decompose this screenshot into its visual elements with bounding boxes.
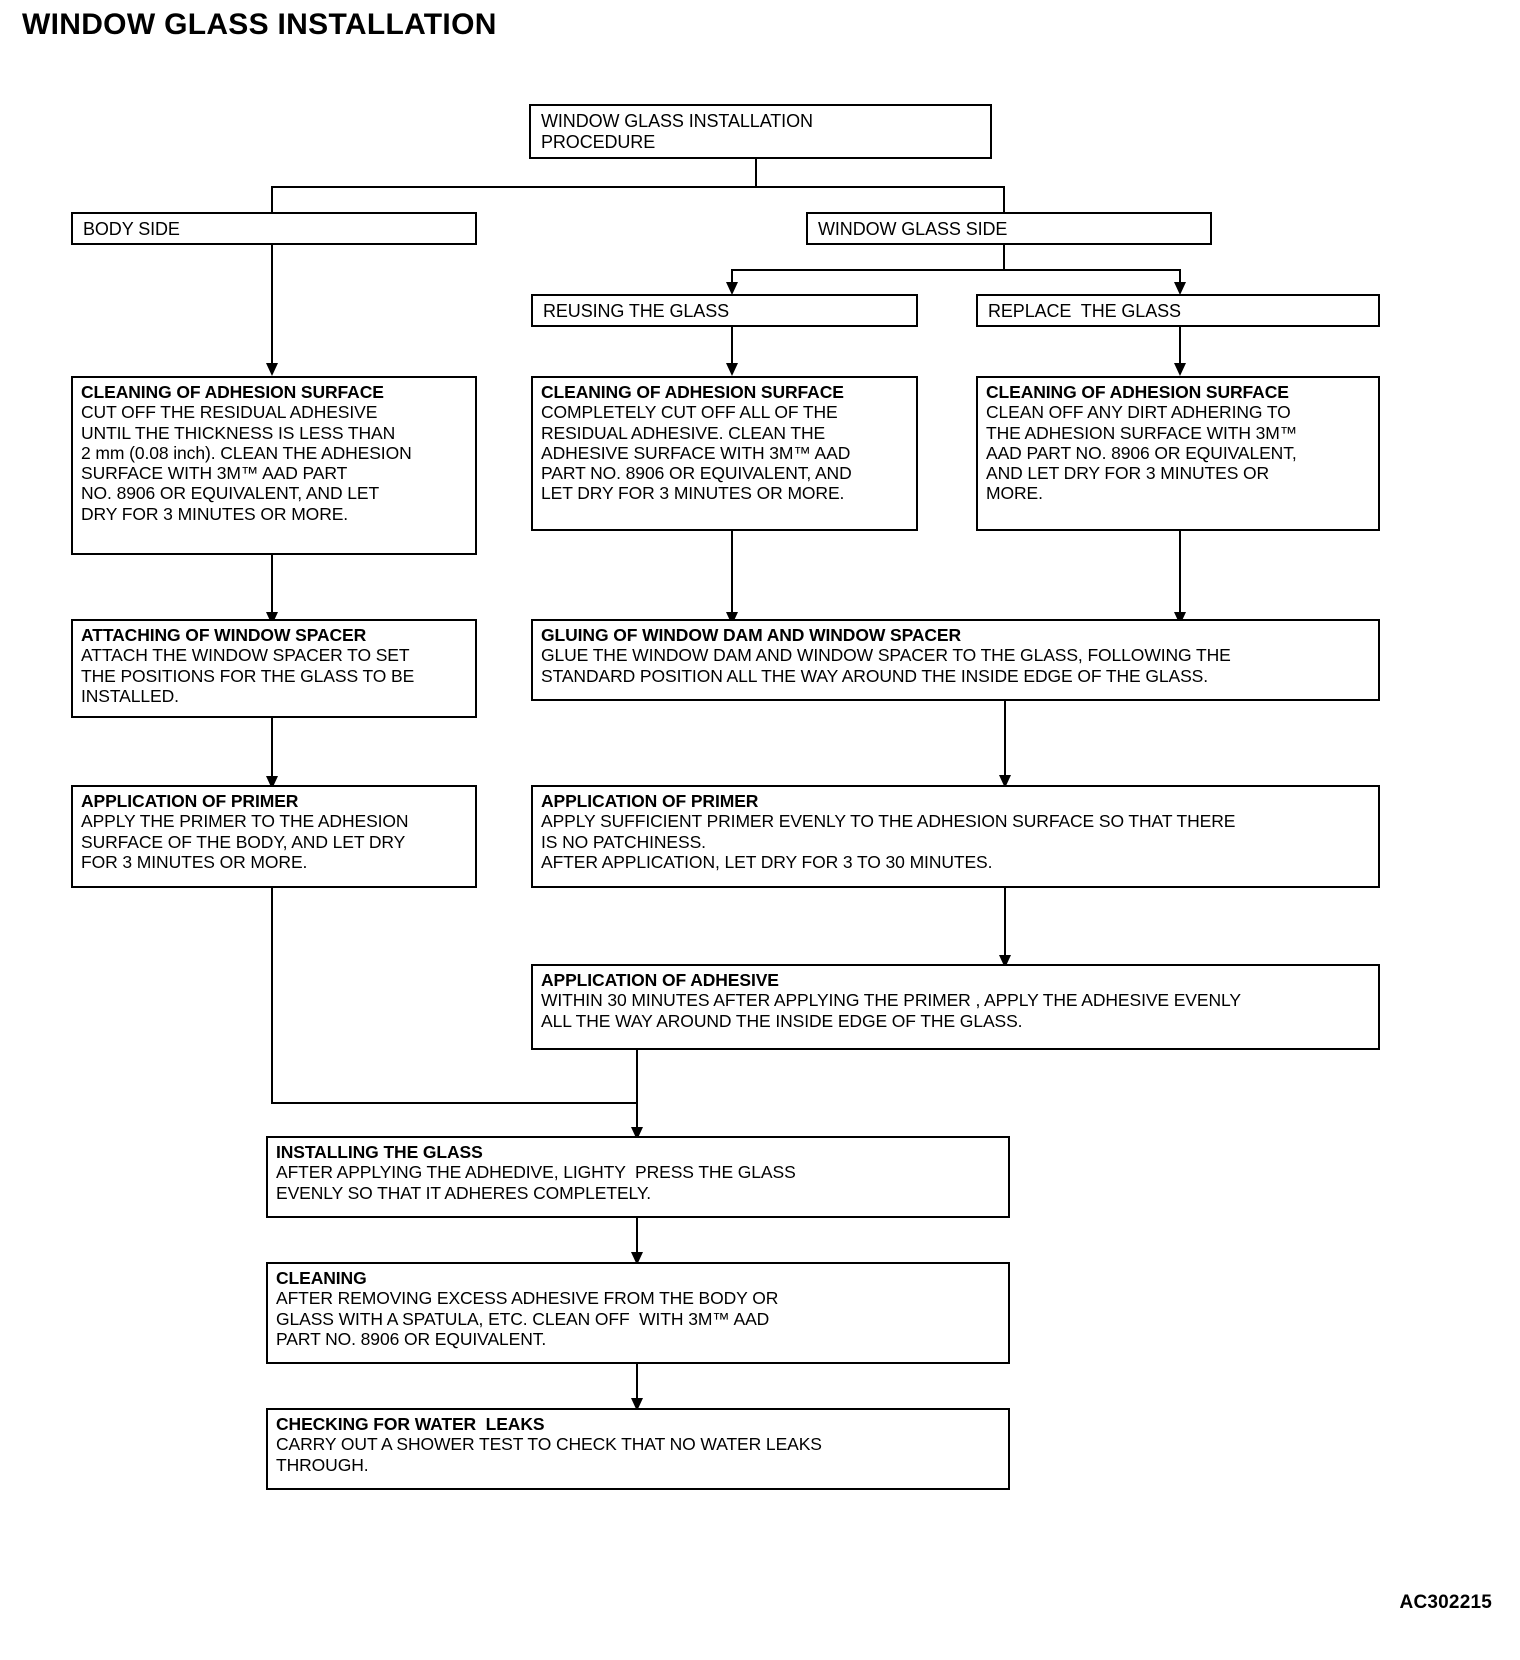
node-application-primer-glass[interactable]: APPLICATION OF PRIMER APPLY SUFFICIENT P… xyxy=(531,785,1380,888)
connector-adhesive-down xyxy=(636,1048,639,1102)
node-primer-glass-title: APPLICATION OF PRIMER xyxy=(541,791,759,811)
node-checking-water-leaks[interactable]: CHECKING FOR WATER LEAKS CARRY OUT A SHO… xyxy=(266,1408,1010,1490)
node-gluing-text: GLUE THE WINDOW DAM AND WINDOW SPACER TO… xyxy=(541,645,1231,686)
connector-merge-to-installing xyxy=(636,1102,639,1132)
connector-reusing-down xyxy=(731,325,734,365)
connector-left-merge-bus xyxy=(271,1102,638,1105)
node-cleaning-body-side[interactable]: CLEANING OF ADHESION SURFACE CUT OFF THE… xyxy=(71,376,477,555)
node-spacer-title: ATTACHING OF WINDOW SPACER xyxy=(81,625,367,645)
connector-reuseclean-to-gluing xyxy=(731,529,734,618)
connector-body-side-down xyxy=(271,243,274,365)
connector-installing-to-cleaning xyxy=(636,1217,639,1262)
node-cleaning-final-text: AFTER REMOVING EXCESS ADHESIVE FROM THE … xyxy=(276,1288,779,1349)
node-body-side[interactable]: BODY SIDE xyxy=(71,212,477,245)
node-reusing-title: REUSING THE GLASS xyxy=(543,301,730,321)
connector-clean-to-spacer xyxy=(271,553,274,618)
node-gluing-title: GLUING OF WINDOW DAM AND WINDOW SPACER xyxy=(541,625,962,645)
connector-leftprimer-down xyxy=(271,886,274,1104)
node-cleaning-final-title: CLEANING xyxy=(276,1268,367,1288)
connector-glass-branch-bus xyxy=(731,269,1181,272)
connector-to-reusing xyxy=(731,269,734,284)
arrowhead-body-clean xyxy=(266,363,278,376)
arrowhead-replace xyxy=(1174,282,1186,295)
arrowhead-primer-glass xyxy=(999,775,1011,788)
connector-replaceclean-to-gluing xyxy=(1179,529,1182,618)
node-installing-text: AFTER APPLYING THE ADHEDIVE, LIGHTY PRES… xyxy=(276,1162,796,1203)
node-installing-title: INSTALLING THE GLASS xyxy=(276,1142,483,1162)
node-gluing-window-dam[interactable]: GLUING OF WINDOW DAM AND WINDOW SPACER G… xyxy=(531,619,1380,701)
arrowhead-reuse-clean xyxy=(726,363,738,376)
connector-glass-side-down xyxy=(1003,243,1006,271)
connector-cleaning-to-leaks xyxy=(636,1363,639,1409)
node-glass-side[interactable]: WINDOW GLASS SIDE xyxy=(806,212,1212,245)
node-cleaning-body-text: CUT OFF THE RESIDUAL ADHESIVE UNTIL THE … xyxy=(81,402,412,524)
node-water-leaks-text: CARRY OUT A SHOWER TEST TO CHECK THAT NO… xyxy=(276,1434,822,1475)
node-body-side-title: BODY SIDE xyxy=(83,219,180,239)
node-replace-title: REPLACE THE GLASS xyxy=(988,301,1181,321)
node-cleaning-reusing-title: CLEANING OF ADHESION SURFACE xyxy=(541,382,844,402)
arrowhead-cleaning xyxy=(631,1252,643,1265)
node-spacer-text: ATTACH THE WINDOW SPACER TO SET THE POSI… xyxy=(81,645,415,706)
node-primer-glass-text: APPLY SUFFICIENT PRIMER EVENLY TO THE AD… xyxy=(541,811,1236,872)
node-reusing-the-glass[interactable]: REUSING THE GLASS xyxy=(531,294,918,327)
node-water-leaks-title: CHECKING FOR WATER LEAKS xyxy=(276,1414,545,1434)
arrowhead-water-leaks xyxy=(631,1398,643,1411)
connector-split-bus xyxy=(271,186,1005,189)
node-cleaning-replace[interactable]: CLEANING OF ADHESION SURFACE CLEAN OFF A… xyxy=(976,376,1380,531)
node-application-primer-body[interactable]: APPLICATION OF PRIMER APPLY THE PRIMER T… xyxy=(71,785,477,888)
connector-root-stem xyxy=(755,158,758,187)
connector-replace-down xyxy=(1179,325,1182,365)
node-cleaning-final[interactable]: CLEANING AFTER REMOVING EXCESS ADHESIVE … xyxy=(266,1262,1010,1364)
node-root[interactable]: WINDOW GLASS INSTALLATION PROCEDURE xyxy=(529,104,992,159)
node-cleaning-replace-title: CLEANING OF ADHESION SURFACE xyxy=(986,382,1289,402)
connector-to-replace xyxy=(1179,269,1182,284)
node-replace-the-glass[interactable]: REPLACE THE GLASS xyxy=(976,294,1380,327)
connector-primer-to-adhesive xyxy=(1004,888,1007,962)
node-primer-body-title: APPLICATION OF PRIMER xyxy=(81,791,299,811)
node-adhesive-text: WITHIN 30 MINUTES AFTER APPLYING THE PRI… xyxy=(541,990,1241,1031)
node-adhesive-title: APPLICATION OF ADHESIVE xyxy=(541,970,779,990)
connector-gluing-to-primer xyxy=(1004,699,1007,781)
node-attaching-window-spacer[interactable]: ATTACHING OF WINDOW SPACER ATTACH THE WI… xyxy=(71,619,477,718)
page-title: WINDOW GLASS INSTALLATION xyxy=(22,8,497,41)
arrowhead-replace-clean xyxy=(1174,363,1186,376)
node-cleaning-reusing[interactable]: CLEANING OF ADHESION SURFACE COMPLETELY … xyxy=(531,376,918,531)
node-glass-side-title: WINDOW GLASS SIDE xyxy=(818,219,1008,239)
node-application-adhesive[interactable]: APPLICATION OF ADHESIVE WITHIN 30 MINUTE… xyxy=(531,964,1380,1050)
node-cleaning-body-title: CLEANING OF ADHESION SURFACE xyxy=(81,382,384,402)
arrowhead-reusing xyxy=(726,282,738,295)
reference-code: AC302215 xyxy=(1399,1592,1492,1613)
node-root-title: WINDOW GLASS INSTALLATION PROCEDURE xyxy=(541,111,813,152)
connector-to-body-side xyxy=(271,186,274,214)
node-installing-the-glass[interactable]: INSTALLING THE GLASS AFTER APPLYING THE … xyxy=(266,1136,1010,1218)
connector-to-glass-side xyxy=(1003,186,1006,214)
node-primer-body-text: APPLY THE PRIMER TO THE ADHESION SURFACE… xyxy=(81,811,409,872)
node-cleaning-reusing-text: COMPLETELY CUT OFF ALL OF THE RESIDUAL A… xyxy=(541,402,852,504)
node-cleaning-replace-text: CLEAN OFF ANY DIRT ADHERING TO THE ADHES… xyxy=(986,402,1298,504)
connector-spacer-to-primer xyxy=(271,716,274,781)
